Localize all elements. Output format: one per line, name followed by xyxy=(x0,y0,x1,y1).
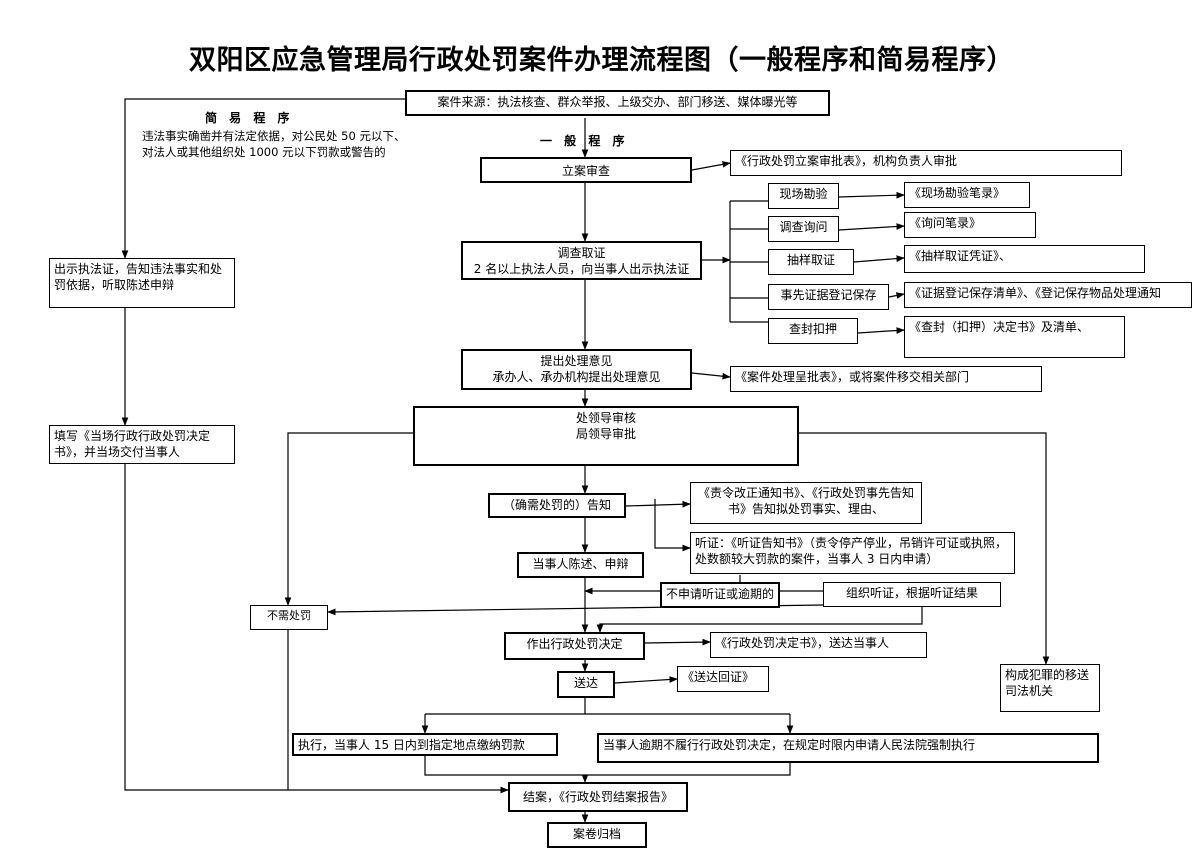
leadership-review-title: 处领导审核 xyxy=(575,411,636,425)
evidence-preservation-box: 事先证据登记保存 xyxy=(768,284,889,310)
page-title: 双阳区应急管理局行政处罚案件办理流程图（一般程序和简易程序） xyxy=(189,45,1014,76)
crime-transfer-box: 构成犯罪的移送司法机关 xyxy=(1000,664,1100,712)
investigation-detail: 2 名以上执法人员，向当事人出示执法证 xyxy=(473,262,690,276)
onsite-decision-box: 填写《当场行政行政处罚决定书》，并当场交付当事人 xyxy=(49,425,235,464)
leadership-review-detail: 局领导审批 xyxy=(575,427,636,441)
penalty-decision-box: 作出行政处罚决定 xyxy=(504,632,645,660)
handling-opinion-doc: 《案件处理呈批表》，或将案件移交相关部门 xyxy=(730,366,1042,392)
archive-box: 案卷归档 xyxy=(547,822,647,848)
seal-seizure-box: 查封扣押 xyxy=(768,318,858,344)
evidence-preservation-doc: 《证据登记保存清单》、《登记保存物品处理通知 xyxy=(904,282,1192,308)
delivery-doc: 《送达回证》 xyxy=(677,666,769,692)
hold-hearing-box: 组织听证，根据听证结果 xyxy=(823,582,1001,607)
no-penalty-box: 不需处罚 xyxy=(250,605,328,630)
sampling-box: 抽样取证 xyxy=(768,249,854,275)
inquiry-box: 调查询问 xyxy=(768,216,839,242)
site-inspection-doc: 《现场勘验笔录》 xyxy=(904,182,1030,208)
site-inspection-box: 现场勘验 xyxy=(768,183,839,209)
notification-doc: 《责令改正通知书》、《行政处罚事先告知书》告知拟处罚事实、理由、 xyxy=(690,482,922,524)
delivery-box: 送达 xyxy=(557,671,615,698)
register-review-box: 立案审查 xyxy=(480,157,692,183)
handling-opinion-title: 提出处理意见 xyxy=(540,354,613,368)
court-enforcement-box: 当事人逾期不履行行政处罚决定，在规定时限内申请人民法院强制执行 xyxy=(597,733,1099,763)
label-simple-procedure: 简 易 程 序 xyxy=(205,111,294,125)
hearing-doc: 听证：《听证告知书》（责令停产停业，吊销许可证或执照，处数额较大罚款的案件，当事… xyxy=(690,532,1015,574)
notification-box: （确需处罚的）告知 xyxy=(488,493,626,518)
investigation-title: 调查取证 xyxy=(557,246,606,260)
penalty-decision-doc: 《行政处罚决定书》，送达当事人 xyxy=(710,632,927,658)
no-hearing-box: 不申请听证或逾期的 xyxy=(660,582,780,608)
label-simple-condition: 违法事实确凿并有法定依据，对公民处 50 元以下、对法人或其他组织处 1000 … xyxy=(142,129,406,159)
label-general-procedure: 一 般 程 序 xyxy=(540,134,629,148)
leadership-review-box: 处领导审核 局领导审批 xyxy=(413,406,799,466)
inquiry-doc: 《询问笔录》 xyxy=(904,212,1036,238)
sampling-doc: 《抽样取证凭证》、 xyxy=(904,245,1145,273)
investigation-box: 调查取证 2 名以上执法人员，向当事人出示执法证 xyxy=(461,241,702,280)
handling-opinion-detail: 承办人、承办机构提出处理意见 xyxy=(492,370,661,384)
register-doc-box: 《行政处罚立案审批表》，机构负责人审批 xyxy=(730,150,1122,176)
case-source-box: 案件来源：执法核查、群众举报、上级交办、部门移送、媒体曝光等 xyxy=(405,90,830,116)
case-closure-box: 结案，《行政处罚结案报告》 xyxy=(508,782,688,812)
handling-opinion-box: 提出处理意见 承办人、承办机构提出处理意见 xyxy=(461,349,692,390)
show-credential-box: 出示执法证，告知违法事实和处罚依据，听取陈述申辩 xyxy=(49,258,235,308)
statement-defense-box: 当事人陈述、申辩 xyxy=(517,552,644,578)
execute-payment-box: 执行，当事人 15 日内到指定地点缴纳罚款 xyxy=(292,733,558,756)
seal-seizure-doc: 《查封（扣押）决定书》及清单、 xyxy=(904,316,1125,358)
